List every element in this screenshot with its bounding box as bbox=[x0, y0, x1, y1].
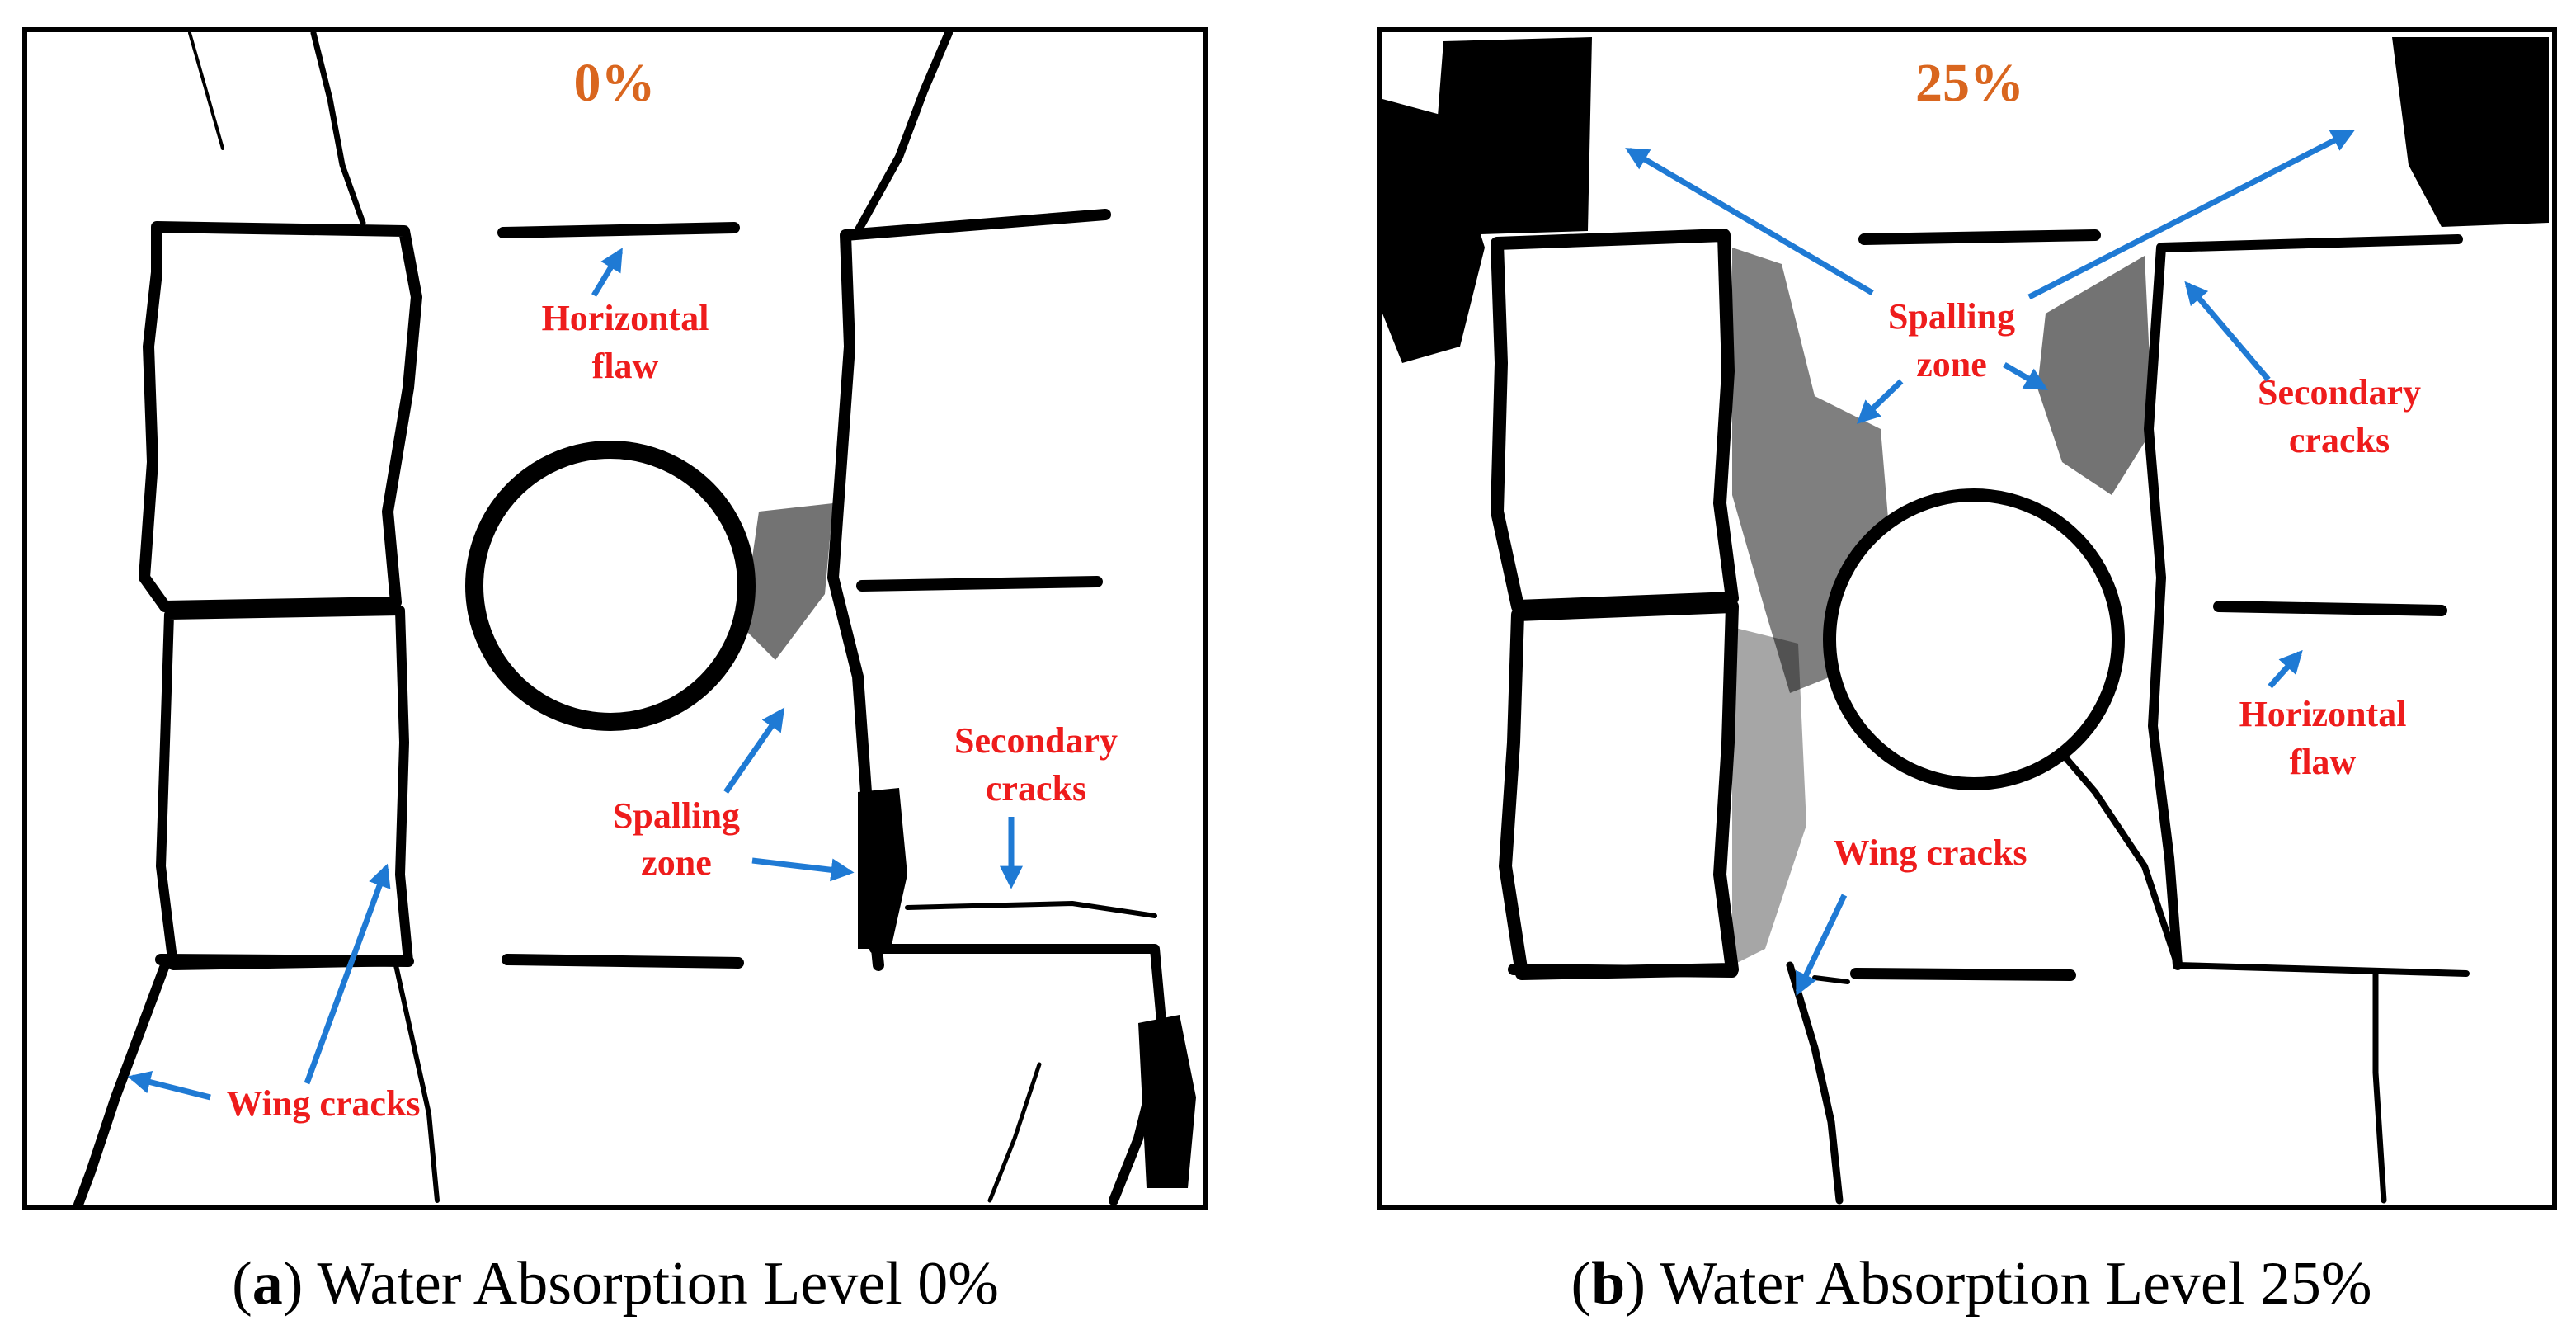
panel-a-label-horizontal-flaw-line1: Horizontal bbox=[542, 298, 709, 338]
panel-a-crack-bottom-right bbox=[987, 1062, 1042, 1203]
panel-b-crack-tick bbox=[1812, 975, 1850, 984]
panel-a-label-secondary-cracks-line2: cracks bbox=[986, 768, 1086, 809]
panel-a-label-spalling-zone-line1: Spalling bbox=[613, 795, 740, 836]
panel-b-caption: (b) Water Absorption Level 25% bbox=[1571, 1250, 2372, 1318]
panel-a-label-horizontal-flaw-line2: flaw bbox=[592, 346, 659, 386]
panel-b-label-secondary-cracks-line2: cracks bbox=[2289, 420, 2390, 460]
panel-a-wing-crack-left bbox=[73, 960, 170, 1210]
panel-b-arrow-horizontal-flaw bbox=[2268, 649, 2303, 689]
panel-b-brick-upper-left bbox=[1491, 229, 1739, 613]
panel-a-hole bbox=[465, 441, 756, 731]
panel-b-spalling-lower bbox=[1732, 627, 1806, 965]
panel-b-label-horizontal-flaw-line1: Horizontal bbox=[2239, 694, 2407, 734]
panel-b-crack-right-brick bbox=[2144, 234, 2463, 970]
panel-a-spalling-hatch bbox=[742, 503, 833, 660]
panel-b-arrow-secondary-cracks bbox=[2184, 281, 2271, 382]
panel-a-arrow-wing-cracks-up bbox=[304, 863, 391, 1085]
panel-b-arrow-spalling-down-right bbox=[2003, 361, 2048, 391]
panel-b-flaw-bottom-left bbox=[1508, 964, 1738, 978]
panel-a-label-spalling-zone-line2: zone bbox=[641, 842, 712, 883]
panel-a-arrow-horizontal-flaw bbox=[591, 248, 623, 297]
panel-a-label-wing-cracks: Wing cracks bbox=[226, 1083, 420, 1124]
panel-a-brick-upper-left bbox=[139, 221, 422, 612]
panel-b-spalling-right bbox=[2037, 256, 2153, 495]
panel-a-caption: (a) Water Absorption Level 0% bbox=[232, 1250, 999, 1318]
panel-b-dark-left-edge bbox=[1382, 99, 1485, 363]
panel-a-flaw-top bbox=[497, 222, 740, 238]
panel-a-level: 0% bbox=[574, 53, 656, 113]
panel-a-arrow-spalling-up bbox=[723, 707, 785, 794]
panel-a-arrow-wing-cracks-left bbox=[127, 1070, 211, 1101]
panel-b-label-secondary-cracks-line1: Secondary bbox=[2258, 372, 2421, 413]
panel-b-crack-lower-right bbox=[2042, 731, 2470, 977]
panel-b: 25% Spalling zone Secondary cracks Horiz… bbox=[1377, 27, 2557, 1318]
panel-b-arrow-spalling-top-right bbox=[2027, 129, 2355, 300]
panel-b-label-horizontal-flaw-line2: flaw bbox=[2290, 742, 2357, 782]
panel-b-hole bbox=[1823, 488, 2125, 790]
panel-a-crack-top-far-left bbox=[188, 31, 224, 150]
panel-a-label-secondary-cracks-line1: Secondary bbox=[954, 720, 1118, 761]
panel-b-flaw-top bbox=[1858, 229, 2101, 245]
panel-b-label-spalling-zone-line1: Spalling bbox=[1888, 296, 2015, 337]
panel-a-arrow-spalling-right bbox=[751, 857, 855, 882]
panel-a-flaw-right bbox=[856, 576, 1103, 592]
panel-b-crack-bottom-right bbox=[2372, 970, 2387, 1204]
panel-b-arrow-spalling-top-left bbox=[1625, 147, 1874, 296]
panel-b-dark-top-right bbox=[2392, 37, 2549, 227]
panel-a: 0% Horizontal flaw Spalling zone Seconda… bbox=[22, 27, 1208, 1318]
panel-b-wing-crack-lower bbox=[1786, 961, 1844, 1205]
panel-b-flaw-bottom bbox=[1850, 968, 2076, 981]
panel-a-secondary-crack bbox=[905, 901, 1157, 918]
panel-a-flaw-bottom bbox=[502, 954, 744, 969]
panel-b-dark-top-left bbox=[1435, 37, 1592, 235]
panel-a-dark-corner bbox=[1138, 1015, 1196, 1188]
panel-a-crack-top-left bbox=[310, 30, 366, 226]
panel-a-crack-top-right bbox=[854, 29, 953, 235]
panel-a-spalling-patch bbox=[858, 788, 907, 949]
panel-b-arrow-spalling-down-left bbox=[1856, 379, 1904, 424]
panel-a-wing-crack-lower bbox=[393, 963, 440, 1203]
panel-b-label-wing-cracks: Wing cracks bbox=[1833, 832, 2027, 873]
panel-b-flaw-right bbox=[2213, 601, 2447, 616]
panel-b-label-spalling-zone-line2: zone bbox=[1916, 344, 1987, 384]
panel-a-flaw-bottom-left bbox=[155, 954, 414, 967]
panel-b-arrow-wing-cracks bbox=[1795, 894, 1848, 997]
panel-b-level: 25% bbox=[1915, 53, 2024, 113]
